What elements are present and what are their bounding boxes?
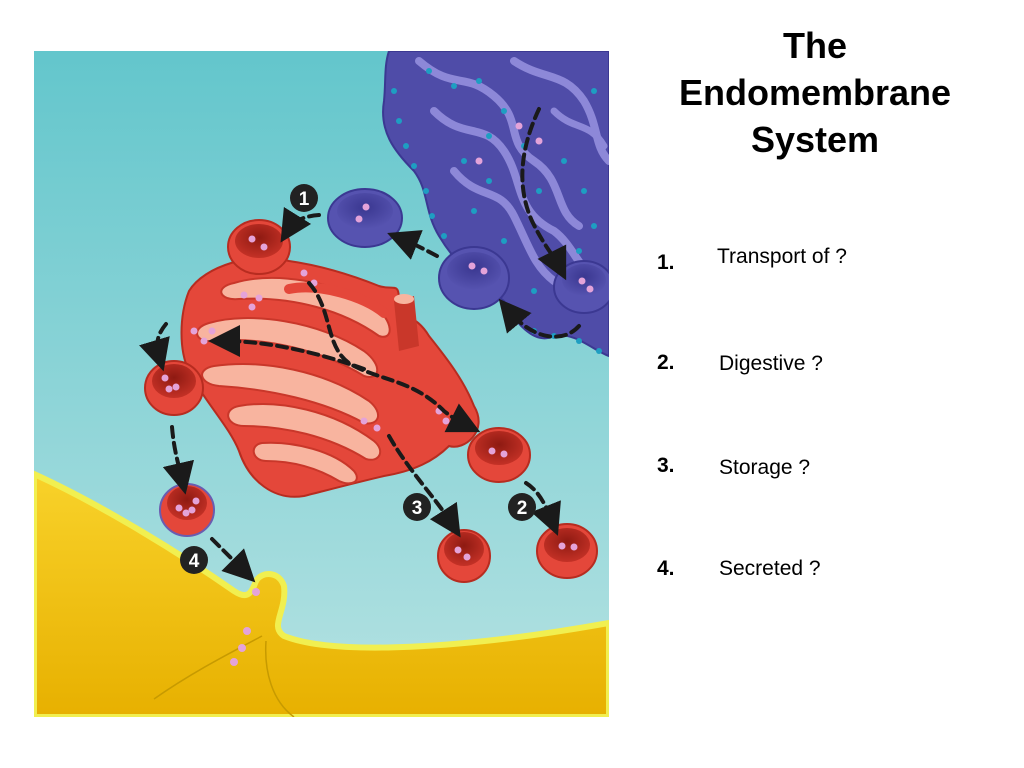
arrow-left-vesicle-down	[162, 425, 194, 495]
item-2-text: Digestive ?	[719, 352, 823, 375]
diagram-svg: 1 2 3 4	[34, 51, 609, 717]
arrow-vesicle-to-transport	[387, 230, 439, 260]
svg-text:3: 3	[412, 498, 423, 519]
item-4-number: 4.	[657, 557, 675, 580]
transport-arrows	[139, 107, 581, 583]
vesicle-bottom-right	[536, 523, 598, 579]
arrow-vesicle-to-lysosome	[524, 481, 561, 536]
arrow-golgi-cis-to-trans	[307, 281, 481, 433]
vesicle-lower-left	[159, 483, 215, 537]
svg-text:1: 1	[299, 189, 310, 210]
transport-vesicles	[327, 188, 609, 314]
item-3-text: Storage ?	[719, 456, 811, 479]
step-marker-3: 3	[403, 493, 431, 521]
svg-text:2: 2	[517, 498, 528, 519]
arrow-er-to-vesicle	[498, 298, 581, 339]
vesicle-top-left	[227, 219, 291, 275]
item-4-text: Secreted ?	[719, 557, 821, 580]
vesicle-bottom-center	[437, 529, 491, 583]
arrow-transport-to-golgi	[280, 206, 321, 243]
title-line-3: System	[750, 119, 880, 160]
step-marker-1: 1	[290, 184, 318, 212]
item-1-number: 1.	[657, 251, 675, 274]
svg-text:4: 4	[189, 551, 200, 572]
vesicle-left	[144, 360, 204, 416]
transport-vesicle-middle	[438, 246, 510, 310]
title-line-1: The	[782, 25, 847, 66]
arrow-golgi-left-down	[139, 322, 170, 372]
arrow-golgi-to-storage	[387, 434, 461, 538]
step-marker-2: 2	[508, 493, 536, 521]
golgi-apparatus	[180, 256, 480, 498]
arrow-vesicle-to-membrane	[210, 537, 256, 583]
arrow-er-lumen-path	[520, 107, 567, 281]
item-3-number: 3.	[657, 454, 675, 477]
vesicles	[144, 219, 598, 583]
endomembrane-diagram: 1 2 3 4	[34, 51, 609, 717]
transport-vesicle-er-right	[553, 260, 609, 314]
vesicle-right	[467, 427, 531, 483]
transport-vesicle-top	[327, 188, 403, 248]
page-title: The Endomembrane System	[620, 22, 1010, 163]
title-line-2: Endomembrane	[678, 72, 952, 113]
arrow-golgi-to-left-vesicle	[208, 325, 366, 371]
item-1-text: Transport of ?	[717, 245, 847, 268]
item-2-number: 2.	[657, 351, 675, 374]
step-marker-4: 4	[180, 546, 208, 574]
